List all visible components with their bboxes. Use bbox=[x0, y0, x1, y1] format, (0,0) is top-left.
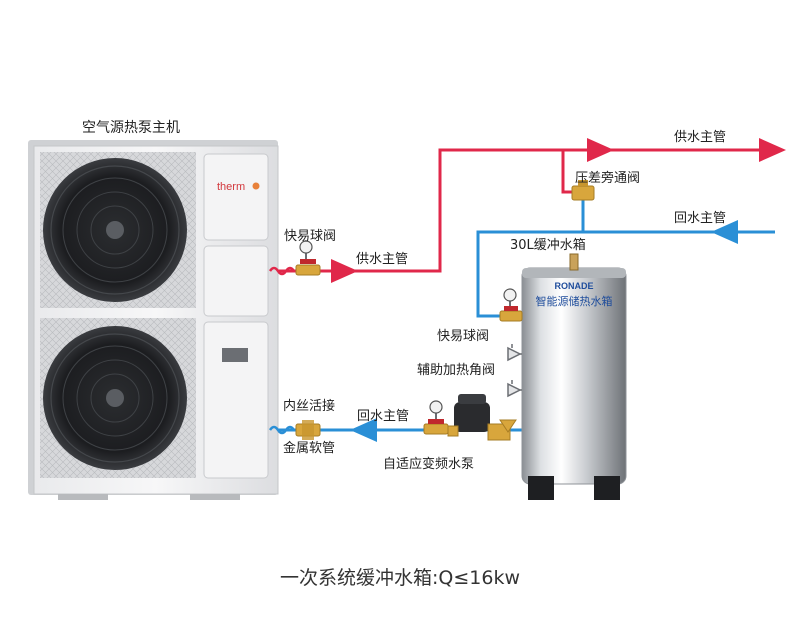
metal-hose-label: 金属软管 bbox=[283, 440, 335, 456]
tank-foot-right bbox=[594, 476, 620, 500]
metal-hose-icon bbox=[268, 425, 296, 435]
aux-heating-angle-valve-label: 辅助加热角阀 bbox=[417, 363, 495, 378]
quick-ball-valve-tank-icon bbox=[499, 288, 523, 322]
logo-mark-icon bbox=[252, 182, 260, 190]
tank-top-port bbox=[569, 253, 579, 271]
adaptive-vf-pump-label: 自适应变频水泵 bbox=[383, 456, 474, 472]
lower-fan-icon bbox=[43, 326, 187, 470]
differential-bypass-valve-icon bbox=[571, 180, 595, 201]
tank-foot-left bbox=[528, 476, 554, 500]
return-ball-valve-icon bbox=[423, 400, 449, 435]
supply-main-left-label: 供水主管 bbox=[356, 252, 408, 267]
return-main-right-label: 回水主管 bbox=[674, 211, 726, 226]
buffer-tank-label: 30L缓冲水箱 bbox=[510, 237, 586, 253]
heat-pump-unit: therm bbox=[28, 140, 279, 500]
supply-main-top-label: 供水主管 bbox=[674, 130, 726, 145]
quick-ball-valve-tank-label: 快易球阀 bbox=[437, 329, 489, 344]
tank-name: 智能源储热水箱 bbox=[536, 294, 613, 308]
tank-brand: RONADE bbox=[554, 281, 593, 291]
buffer-tank: RONADE 智能源储热水箱 bbox=[521, 253, 627, 500]
quick-ball-valve-left-label: 快易球阀 bbox=[284, 229, 336, 244]
unit-display bbox=[222, 348, 248, 362]
quick-ball-valve-left-icon bbox=[295, 240, 321, 276]
supply-pipes bbox=[278, 138, 786, 283]
inner-thread-joint-label: 内丝活接 bbox=[283, 398, 335, 414]
adaptive-vf-pump-icon bbox=[447, 394, 517, 441]
diagram-caption: 一次系统缓冲水箱:Q≤16kw bbox=[280, 567, 520, 589]
unit-logo: therm bbox=[217, 181, 245, 193]
return-main-bottom-label: 回水主管 bbox=[357, 409, 409, 424]
heat-pump-unit-label: 空气源热泵主机 bbox=[82, 120, 180, 136]
inner-thread-joint-icon bbox=[295, 420, 321, 440]
upper-fan-icon bbox=[43, 158, 187, 302]
differential-bypass-valve-label: 压差旁通阀 bbox=[575, 170, 640, 186]
aux-heating-angle-valve-icon bbox=[507, 344, 522, 398]
supply-flex-hose bbox=[268, 266, 296, 276]
